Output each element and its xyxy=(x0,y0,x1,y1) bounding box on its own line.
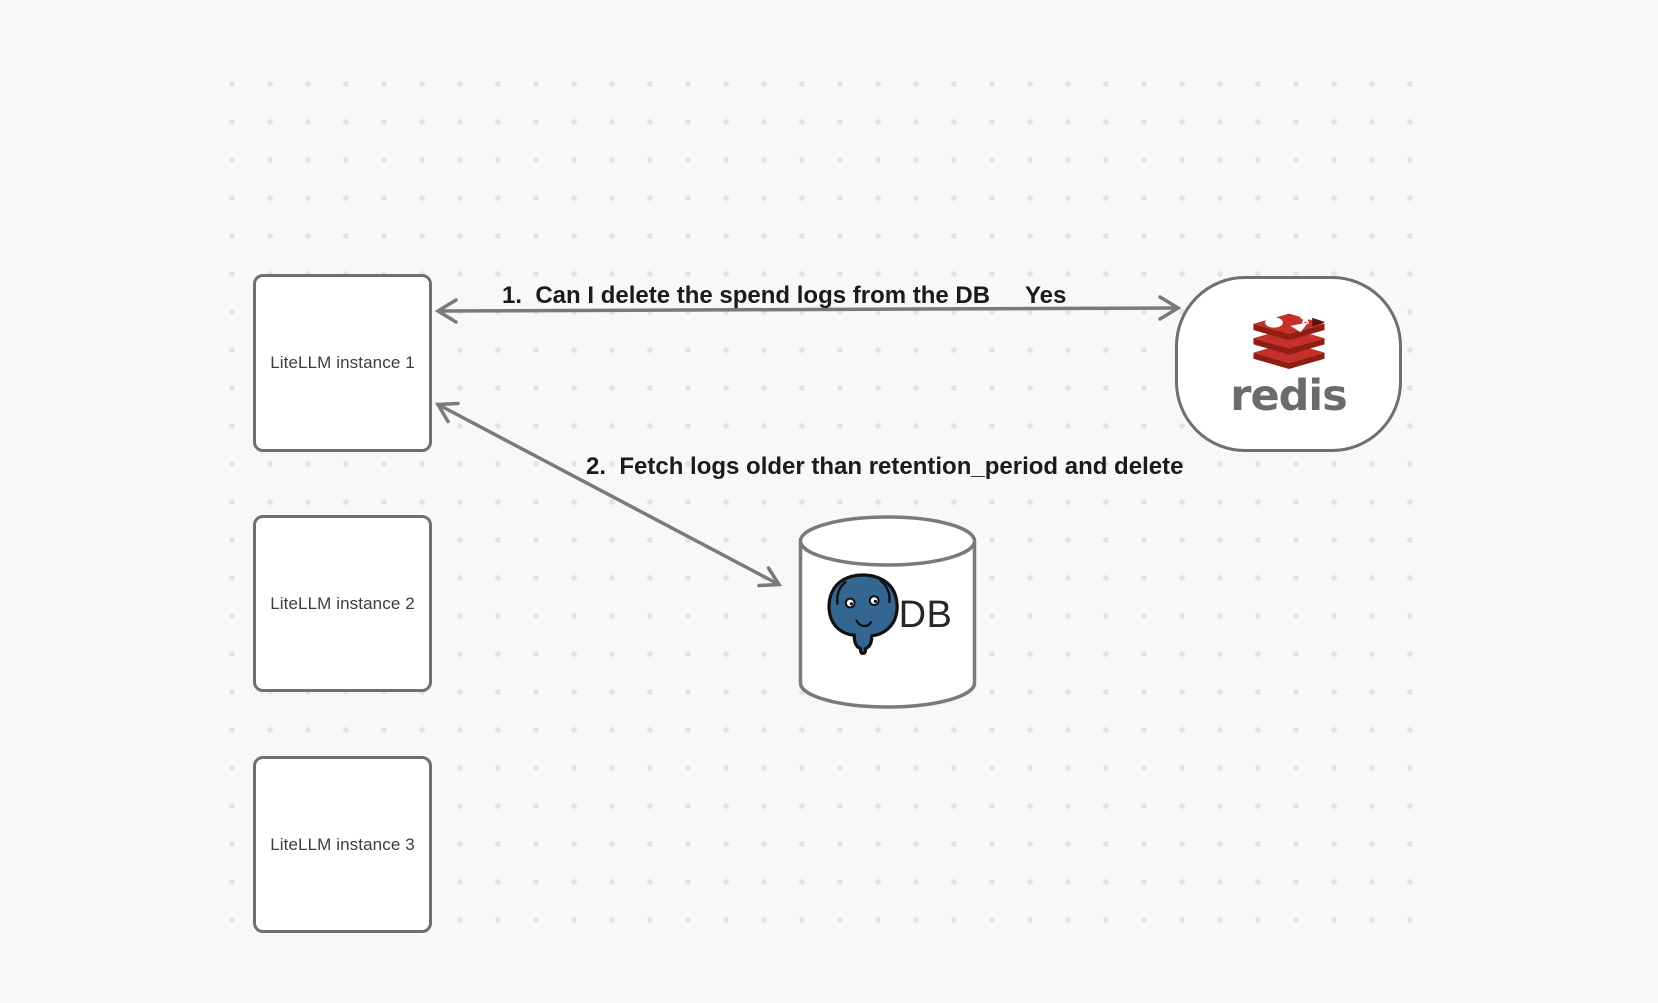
node-litellm-instance-1[interactable]: LiteLLM instance 1 xyxy=(253,274,432,452)
node-litellm-instance-3[interactable]: LiteLLM instance 3 xyxy=(253,756,432,933)
node-label: LiteLLM instance 1 xyxy=(270,353,415,372)
edge-2-label: 2. Fetch logs older than retention_perio… xyxy=(586,453,1184,480)
node-litellm-instance-2[interactable]: LiteLLM instance 2 xyxy=(253,515,432,692)
redis-wordmark: redis xyxy=(1230,371,1347,421)
node-redis[interactable]: redis xyxy=(1175,276,1402,452)
edge-1-label: 1. Can I delete the spend logs from the … xyxy=(502,282,991,309)
postgresql-elephant-icon xyxy=(827,573,899,655)
redis-stack-logo-icon xyxy=(1252,312,1325,369)
db-label: DB xyxy=(898,593,953,636)
db-content: DB xyxy=(797,560,978,670)
node-label: LiteLLM instance 3 xyxy=(270,834,415,854)
edge-1-response-label: Yes xyxy=(1025,282,1067,309)
node-label: LiteLLM instance 2 xyxy=(270,593,415,613)
